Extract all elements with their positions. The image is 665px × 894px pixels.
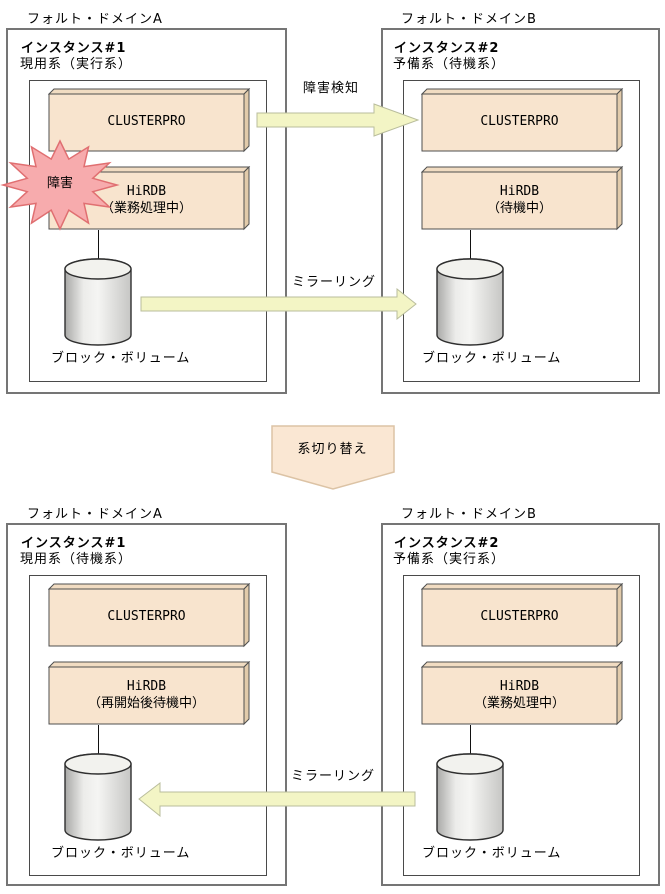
hirdb-volume-connector (470, 725, 471, 756)
mirroring-label: ミラーリング (292, 275, 377, 290)
instance-2-role: 予備系（待機系） (393, 57, 506, 72)
failure-detect-arrow (256, 103, 420, 137)
instance-2-title: インスタンス#2 (394, 41, 500, 56)
mirroring-arrow (140, 288, 417, 320)
hirdb-volume-connector (470, 230, 471, 261)
hirdb-3d-box (421, 166, 624, 231)
block-volume-cylinder (436, 258, 504, 346)
block-volume-label: ブロック・ボリューム (422, 846, 562, 861)
clusterpro-3d-box (421, 583, 624, 648)
hirdb-name: HiRDB (499, 183, 540, 199)
mirroring-label: ミラーリング (291, 769, 376, 784)
failure-detect-label: 障害検知 (303, 81, 360, 96)
instance-2-title: インスタンス#2 (394, 536, 500, 551)
block-volume-label: ブロック・ボリューム (51, 846, 191, 861)
hirdb-3d-box (48, 661, 251, 726)
hirdb-label: HiRDB （再開始後待機中） (49, 667, 244, 724)
switchover-arrow (271, 425, 395, 490)
instance-1-role: 現用系（実行系） (20, 57, 133, 72)
clusterpro-label: CLUSTERPRO (107, 114, 186, 130)
switchover-label: 系切り替え (297, 442, 368, 457)
failure-burst-label: 障害 (46, 176, 73, 191)
clusterpro-3d-box (48, 583, 251, 648)
fault-domain-b-label: フォルト・ドメインB (401, 12, 537, 27)
instance-1-title: インスタンス#1 (21, 41, 127, 56)
block-volume-cylinder (436, 753, 504, 841)
clusterpro-label: CLUSTERPRO (480, 114, 559, 130)
clusterpro-3d-box (48, 88, 251, 153)
hirdb-label: HiRDB （業務処理中） (49, 172, 244, 229)
hirdb-3d-box (421, 661, 624, 726)
hirdb-state: （業務処理中） (473, 695, 565, 711)
fault-domain-a-label: フォルト・ドメインA (27, 12, 163, 27)
hirdb-name: HiRDB (126, 183, 167, 199)
clusterpro-3d-box (421, 88, 624, 153)
block-volume-label: ブロック・ボリューム (422, 351, 562, 366)
fault-domain-b-label: フォルト・ドメインB (401, 507, 537, 522)
hirdb-label: HiRDB （業務処理中） (422, 667, 617, 724)
failure-burst-icon (0, 139, 120, 231)
instance-1-title: インスタンス#1 (21, 536, 127, 551)
hirdb-state: （待機中） (486, 200, 552, 216)
hirdb-label: HiRDB （待機中） (422, 172, 617, 229)
clusterpro-label: CLUSTERPRO (107, 609, 186, 625)
hirdb-name: HiRDB (499, 678, 540, 694)
hirdb-volume-connector (98, 230, 99, 261)
fault-domain-a-label: フォルト・ドメインA (27, 507, 163, 522)
instance-1-role: 現用系（待機系） (20, 552, 133, 567)
clusterpro-label: CLUSTERPRO (480, 609, 559, 625)
mirroring-arrow (138, 782, 416, 818)
block-volume-cylinder (64, 258, 132, 346)
block-volume-label: ブロック・ボリューム (51, 351, 191, 366)
hirdb-name: HiRDB (126, 678, 167, 694)
block-volume-cylinder (64, 753, 132, 841)
burst-shape (0, 139, 120, 231)
hirdb-volume-connector (98, 725, 99, 756)
hirdb-state: （再開始後待機中） (87, 695, 205, 711)
instance-2-role: 予備系（実行系） (393, 552, 506, 567)
hirdb-state: （業務処理中） (100, 200, 192, 216)
